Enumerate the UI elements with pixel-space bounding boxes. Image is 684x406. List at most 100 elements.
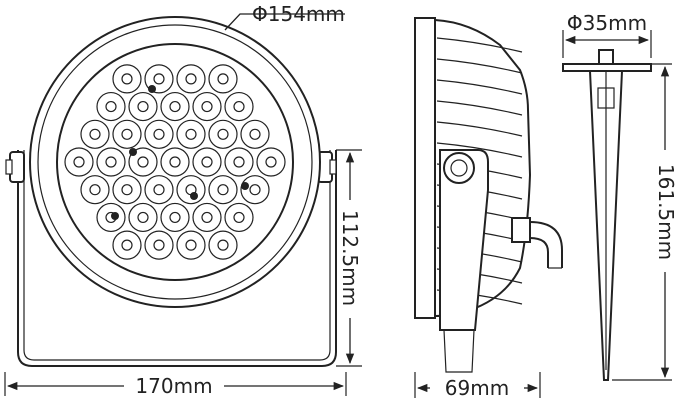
- lens-plate: [56, 43, 294, 281]
- led-lens: [208, 64, 238, 94]
- spike-diameter-label: Φ35mm: [567, 11, 647, 35]
- led-lens: [224, 202, 254, 233]
- spike-diameter-dimension: Φ35mm: [562, 11, 652, 58]
- led-lens: [112, 175, 142, 205]
- led-array: [64, 64, 286, 260]
- fin: [436, 37, 523, 53]
- screw-icon: [148, 85, 156, 93]
- led-lens: [64, 147, 94, 177]
- side-view: [414, 17, 563, 373]
- led-lens: [128, 202, 158, 233]
- led-lens: [112, 119, 142, 149]
- fin: [436, 142, 523, 158]
- spike-plate: [562, 63, 652, 72]
- depth-dimension: 69mm: [414, 372, 541, 400]
- cable: [529, 221, 563, 268]
- bracket-height-label: 112.5mm: [338, 210, 362, 306]
- led-emitter: [105, 156, 117, 168]
- led-emitter: [121, 184, 133, 196]
- led-lens: [192, 91, 222, 122]
- led-emitter: [121, 73, 133, 85]
- fin: [436, 121, 523, 137]
- led-emitter: [217, 239, 229, 251]
- led-lens: [176, 64, 206, 94]
- height-dimension: 112.5mm: [336, 149, 362, 367]
- led-emitter: [249, 184, 261, 196]
- led-lens: [240, 119, 270, 149]
- screw-icon: [241, 182, 249, 190]
- led-emitter: [185, 239, 197, 251]
- led-emitter: [73, 156, 85, 168]
- pivot-knob: [443, 152, 475, 184]
- led-emitter: [169, 211, 181, 224]
- led-emitter: [153, 239, 165, 251]
- led-emitter: [201, 100, 213, 113]
- led-lens: [208, 175, 238, 205]
- screw-icon: [111, 212, 119, 220]
- led-emitter: [137, 156, 149, 168]
- width-dimension: 170mm: [4, 372, 347, 398]
- fin: [436, 58, 523, 74]
- led-lens: [144, 230, 174, 260]
- led-lens: [80, 175, 110, 205]
- led-emitter: [249, 128, 261, 140]
- screw-icon: [129, 148, 137, 156]
- led-emitter: [233, 211, 245, 224]
- led-lens: [224, 147, 254, 177]
- screw-icon: [190, 192, 198, 200]
- led-lens: [208, 119, 238, 149]
- led-emitter: [217, 73, 229, 85]
- ground-spike-view: [562, 49, 652, 381]
- led-emitter: [105, 100, 117, 113]
- led-lens: [112, 230, 142, 260]
- led-lens: [224, 91, 254, 122]
- led-lens: [96, 202, 126, 233]
- led-emitter: [153, 184, 165, 196]
- front-bracket: [17, 150, 337, 367]
- led-lens: [176, 175, 206, 205]
- diameter-callout: Φ154mm: [224, 2, 345, 31]
- led-emitter: [89, 184, 101, 196]
- led-lens: [96, 91, 126, 122]
- led-lens: [160, 202, 190, 233]
- bracket-width-label: 170mm: [135, 374, 212, 398]
- led-lens: [144, 175, 174, 205]
- led-lens: [80, 119, 110, 149]
- led-emitter: [89, 128, 101, 140]
- led-lens: [176, 230, 206, 260]
- led-lens: [160, 91, 190, 122]
- led-emitter: [169, 156, 181, 168]
- led-lens: [176, 119, 206, 149]
- side-depth-label: 69mm: [445, 376, 509, 400]
- led-emitter: [233, 100, 245, 113]
- led-lens: [192, 202, 222, 233]
- spike-length-dimension: 161.5mm: [612, 63, 678, 381]
- led-lens: [96, 147, 126, 177]
- front-view: [5, 16, 337, 367]
- led-lens: [160, 147, 190, 177]
- led-emitter: [169, 100, 181, 113]
- led-emitter: [137, 211, 149, 224]
- fin: [436, 100, 523, 116]
- led-lens: [128, 147, 158, 177]
- led-emitter: [217, 184, 229, 196]
- led-lens: [256, 147, 286, 177]
- spike-length-label: 161.5mm: [654, 164, 678, 260]
- led-emitter: [185, 128, 197, 140]
- cable-gland: [511, 217, 531, 243]
- led-lens: [240, 175, 270, 205]
- side-bracket-arm: [439, 149, 489, 331]
- led-lens: [144, 119, 174, 149]
- led-lens: [128, 91, 158, 122]
- led-emitter: [233, 156, 245, 168]
- led-emitter: [265, 156, 277, 168]
- led-emitter: [185, 73, 197, 85]
- led-emitter: [153, 73, 165, 85]
- led-emitter: [153, 128, 165, 140]
- lamp-diameter-label: Φ154mm: [252, 2, 345, 26]
- led-lens: [144, 64, 174, 94]
- led-emitter: [121, 239, 133, 251]
- fin: [436, 79, 523, 95]
- side-front-plate: [414, 17, 436, 319]
